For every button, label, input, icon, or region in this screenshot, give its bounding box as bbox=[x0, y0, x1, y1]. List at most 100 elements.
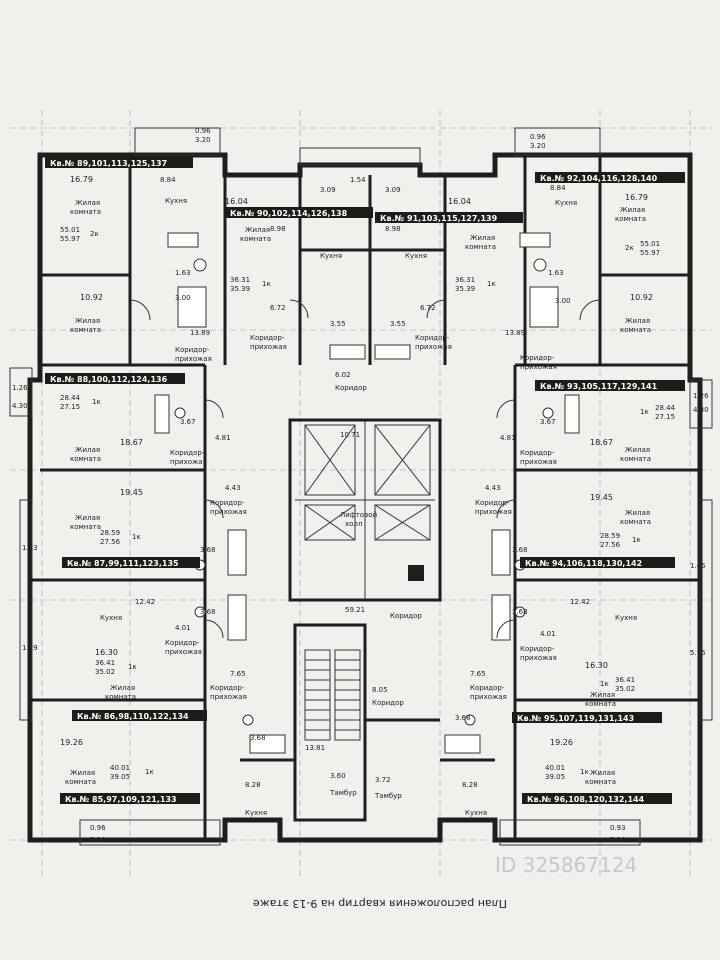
apartment-label-bar bbox=[62, 557, 200, 568]
apartment-label-bar bbox=[512, 712, 662, 723]
apartment-area: 28.44 bbox=[60, 394, 81, 402]
lift-hall-label: холл bbox=[345, 520, 362, 528]
living-area: 19.45 bbox=[120, 488, 143, 497]
door-swings bbox=[129, 299, 601, 639]
apartment-label: Кв.№ 91,103,115,127,139 bbox=[380, 214, 498, 223]
hallway-area: 4.01 bbox=[540, 630, 556, 638]
apartment-area: 36.41 bbox=[615, 676, 635, 684]
hallway-area: 6.72 bbox=[270, 304, 286, 312]
small-corridor-area: 6.02 bbox=[335, 371, 351, 379]
tambour-label: Тамбур bbox=[329, 789, 357, 797]
apartment-area: 27.56 bbox=[100, 538, 121, 546]
room-name: Жилая bbox=[620, 206, 645, 214]
room-count: 1к bbox=[640, 408, 649, 416]
room-name: Жилая bbox=[75, 446, 100, 454]
living-area: 16.04 bbox=[448, 197, 471, 206]
hallway-label: прихожая bbox=[475, 508, 512, 516]
apartment-label-bar bbox=[535, 172, 685, 183]
apartment-area: 36.41 bbox=[95, 659, 115, 667]
balcony-area: 5.15 bbox=[690, 649, 706, 657]
kitchens: 8.84 Кухня 8.84 Кухня 8.98 Кухня 8.98 Ку… bbox=[100, 176, 637, 817]
room-count: 1к bbox=[145, 768, 154, 776]
living-area: 18.67 bbox=[590, 438, 613, 447]
kitchen-label: Кухня bbox=[555, 199, 577, 207]
kitchen-area: 8.98 bbox=[270, 225, 286, 233]
room-count: 1к bbox=[632, 536, 641, 544]
kitchen-area: 8.98 bbox=[385, 225, 401, 233]
kitchen-area: 12.42 bbox=[135, 598, 155, 606]
apartment-area: 55.97 bbox=[640, 249, 660, 257]
apartment-area: 36.31 bbox=[455, 276, 475, 284]
kitchen-label: Кухня bbox=[100, 614, 122, 622]
wc-area: 1.63 bbox=[175, 269, 191, 277]
apartment-area: 35.39 bbox=[230, 285, 250, 293]
room-name: Жилая bbox=[625, 317, 650, 325]
tambour-area: 3.72 bbox=[375, 776, 391, 784]
living-area: 16.04 bbox=[225, 197, 248, 206]
apartment-label-bar bbox=[45, 373, 185, 384]
balcony-area: 3.20 bbox=[195, 136, 211, 144]
stair-corridor-label: Коридор bbox=[372, 699, 404, 707]
balcony-areas: 3.20 0.96 3.20 0.96 3.09 1.54 3.09 1.26 … bbox=[12, 127, 709, 844]
apartment-area: 40.01 bbox=[110, 764, 130, 772]
kitchen-label: Кухня bbox=[615, 614, 637, 622]
room-count: 1к bbox=[132, 533, 141, 541]
apartment-label-bar bbox=[375, 212, 523, 223]
room-name: Жилая bbox=[245, 226, 270, 234]
watermark-text: ID 325867124 bbox=[495, 853, 637, 877]
room-name: комната bbox=[620, 326, 651, 334]
apartment-label-bar bbox=[535, 380, 685, 391]
kitchen-label: Кухня bbox=[405, 252, 427, 260]
living-area: 16.79 bbox=[625, 193, 648, 202]
balcony-area: 0.96 bbox=[195, 127, 211, 135]
room-name: Жилая bbox=[75, 199, 100, 207]
room-name: Жилая bbox=[625, 446, 650, 454]
kitchen-label: Кухня bbox=[320, 252, 342, 260]
room-count: 2к bbox=[625, 244, 634, 252]
balcony-area: 1.59 bbox=[22, 644, 38, 652]
kitchen-area: 12.42 bbox=[570, 598, 590, 606]
interior-walls bbox=[30, 155, 700, 840]
hallway-area: 7.65 bbox=[470, 670, 486, 678]
room-name: комната bbox=[615, 215, 646, 223]
hallway-area: 6.72 bbox=[420, 304, 436, 312]
hallway-label: Коридор- bbox=[250, 334, 285, 342]
bath-area: 3.67 bbox=[540, 418, 556, 426]
balcony-area: 0.93 bbox=[610, 824, 626, 832]
apartment-area: 35.39 bbox=[455, 285, 475, 293]
main-corridor-label: Коридор bbox=[390, 612, 422, 620]
room-name: Жилая bbox=[590, 691, 615, 699]
room-name: комната bbox=[240, 235, 271, 243]
hallway-label: прихожая bbox=[520, 363, 557, 371]
bath-area: 3.55 bbox=[390, 320, 406, 328]
apartment-area: 39.05 bbox=[110, 773, 130, 781]
balcony-area: 4.30 bbox=[12, 402, 28, 410]
balcony-area: 3.09 bbox=[320, 186, 336, 194]
hallway-label: Коридор- bbox=[520, 449, 555, 457]
hallway-label: прихожая bbox=[520, 654, 557, 662]
bath-area: 3.67 bbox=[180, 418, 196, 426]
plan-title: План расположения квартир на 9-13 этаже bbox=[253, 897, 507, 910]
hallway-label: прихожая bbox=[165, 648, 202, 656]
hallway-label: Коридор- bbox=[520, 645, 555, 653]
room-name: Жилая bbox=[470, 234, 495, 242]
kitchen-label: Кухня bbox=[245, 809, 267, 817]
room-name: комната bbox=[585, 778, 616, 786]
room-name: комната bbox=[65, 778, 96, 786]
hallway-label: прихожая bbox=[250, 343, 287, 351]
apartment-area: 27.56 bbox=[600, 541, 621, 549]
balcony-area: 1.45 bbox=[690, 562, 706, 570]
apartment-label: Кв.№ 90,102,114,126,138 bbox=[230, 209, 348, 218]
hallway-label: Коридор- bbox=[475, 499, 510, 507]
balcony-area: 3.20 bbox=[530, 142, 546, 150]
balcony-area: 1.26 bbox=[12, 384, 28, 392]
hallway-label: Коридор- bbox=[520, 354, 555, 362]
apartment-label-bar bbox=[520, 557, 675, 568]
apartment-area: 55.01 bbox=[640, 240, 660, 248]
apartment-label-bar bbox=[522, 793, 672, 804]
room-name: Жилая bbox=[110, 684, 135, 692]
hallway-area: 7.65 bbox=[230, 670, 246, 678]
apartment-area: 40.01 bbox=[545, 764, 565, 772]
